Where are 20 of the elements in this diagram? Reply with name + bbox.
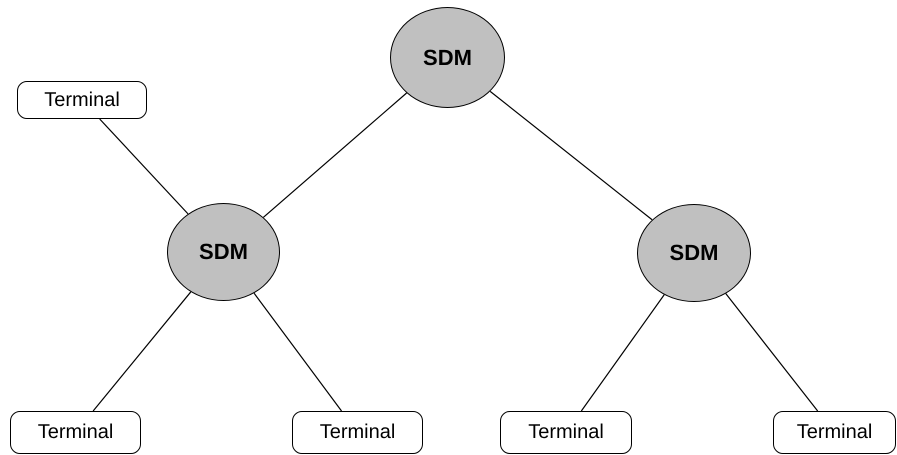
node-label: Terminal — [796, 421, 872, 444]
rounded-box — [773, 411, 896, 454]
connector-line — [92, 292, 192, 412]
node-label: SDM — [199, 239, 248, 265]
node-label: Terminal — [38, 421, 114, 444]
connector-line — [580, 294, 665, 412]
node-label: Terminal — [320, 421, 396, 444]
rounded-box — [17, 81, 147, 119]
node-label: Terminal — [528, 421, 604, 444]
connector-line — [490, 90, 652, 220]
rounded-box — [292, 411, 423, 454]
connector-line — [263, 92, 407, 218]
connector-line — [99, 118, 188, 214]
connector-line — [254, 292, 342, 412]
connector-line — [725, 293, 818, 412]
rounded-box — [500, 411, 632, 454]
node-label: Terminal — [44, 88, 120, 112]
node-label: SDM — [423, 44, 472, 70]
rounded-box — [10, 411, 141, 454]
node-label: SDM — [670, 240, 718, 266]
